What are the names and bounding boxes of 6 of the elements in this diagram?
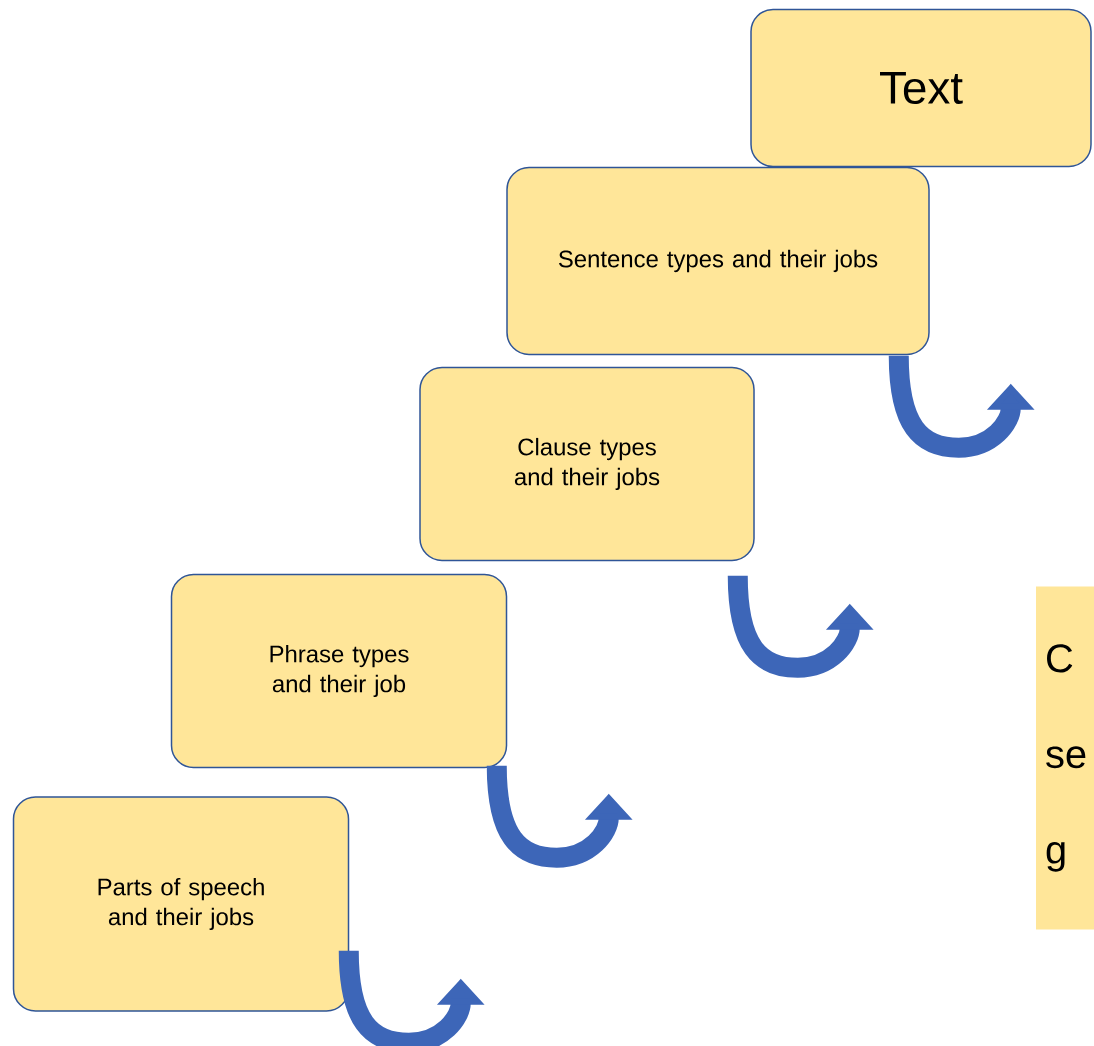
step-box: Parts of speech and their jobs [12,796,350,1012]
step-box: Clause types and their jobs [419,366,755,562]
step-box: Phrase types and their job [170,573,508,769]
step-box: Text [750,8,1092,168]
text-panel: C se g [1036,586,1094,930]
step-box: Sentence types and their jobs [506,166,930,356]
